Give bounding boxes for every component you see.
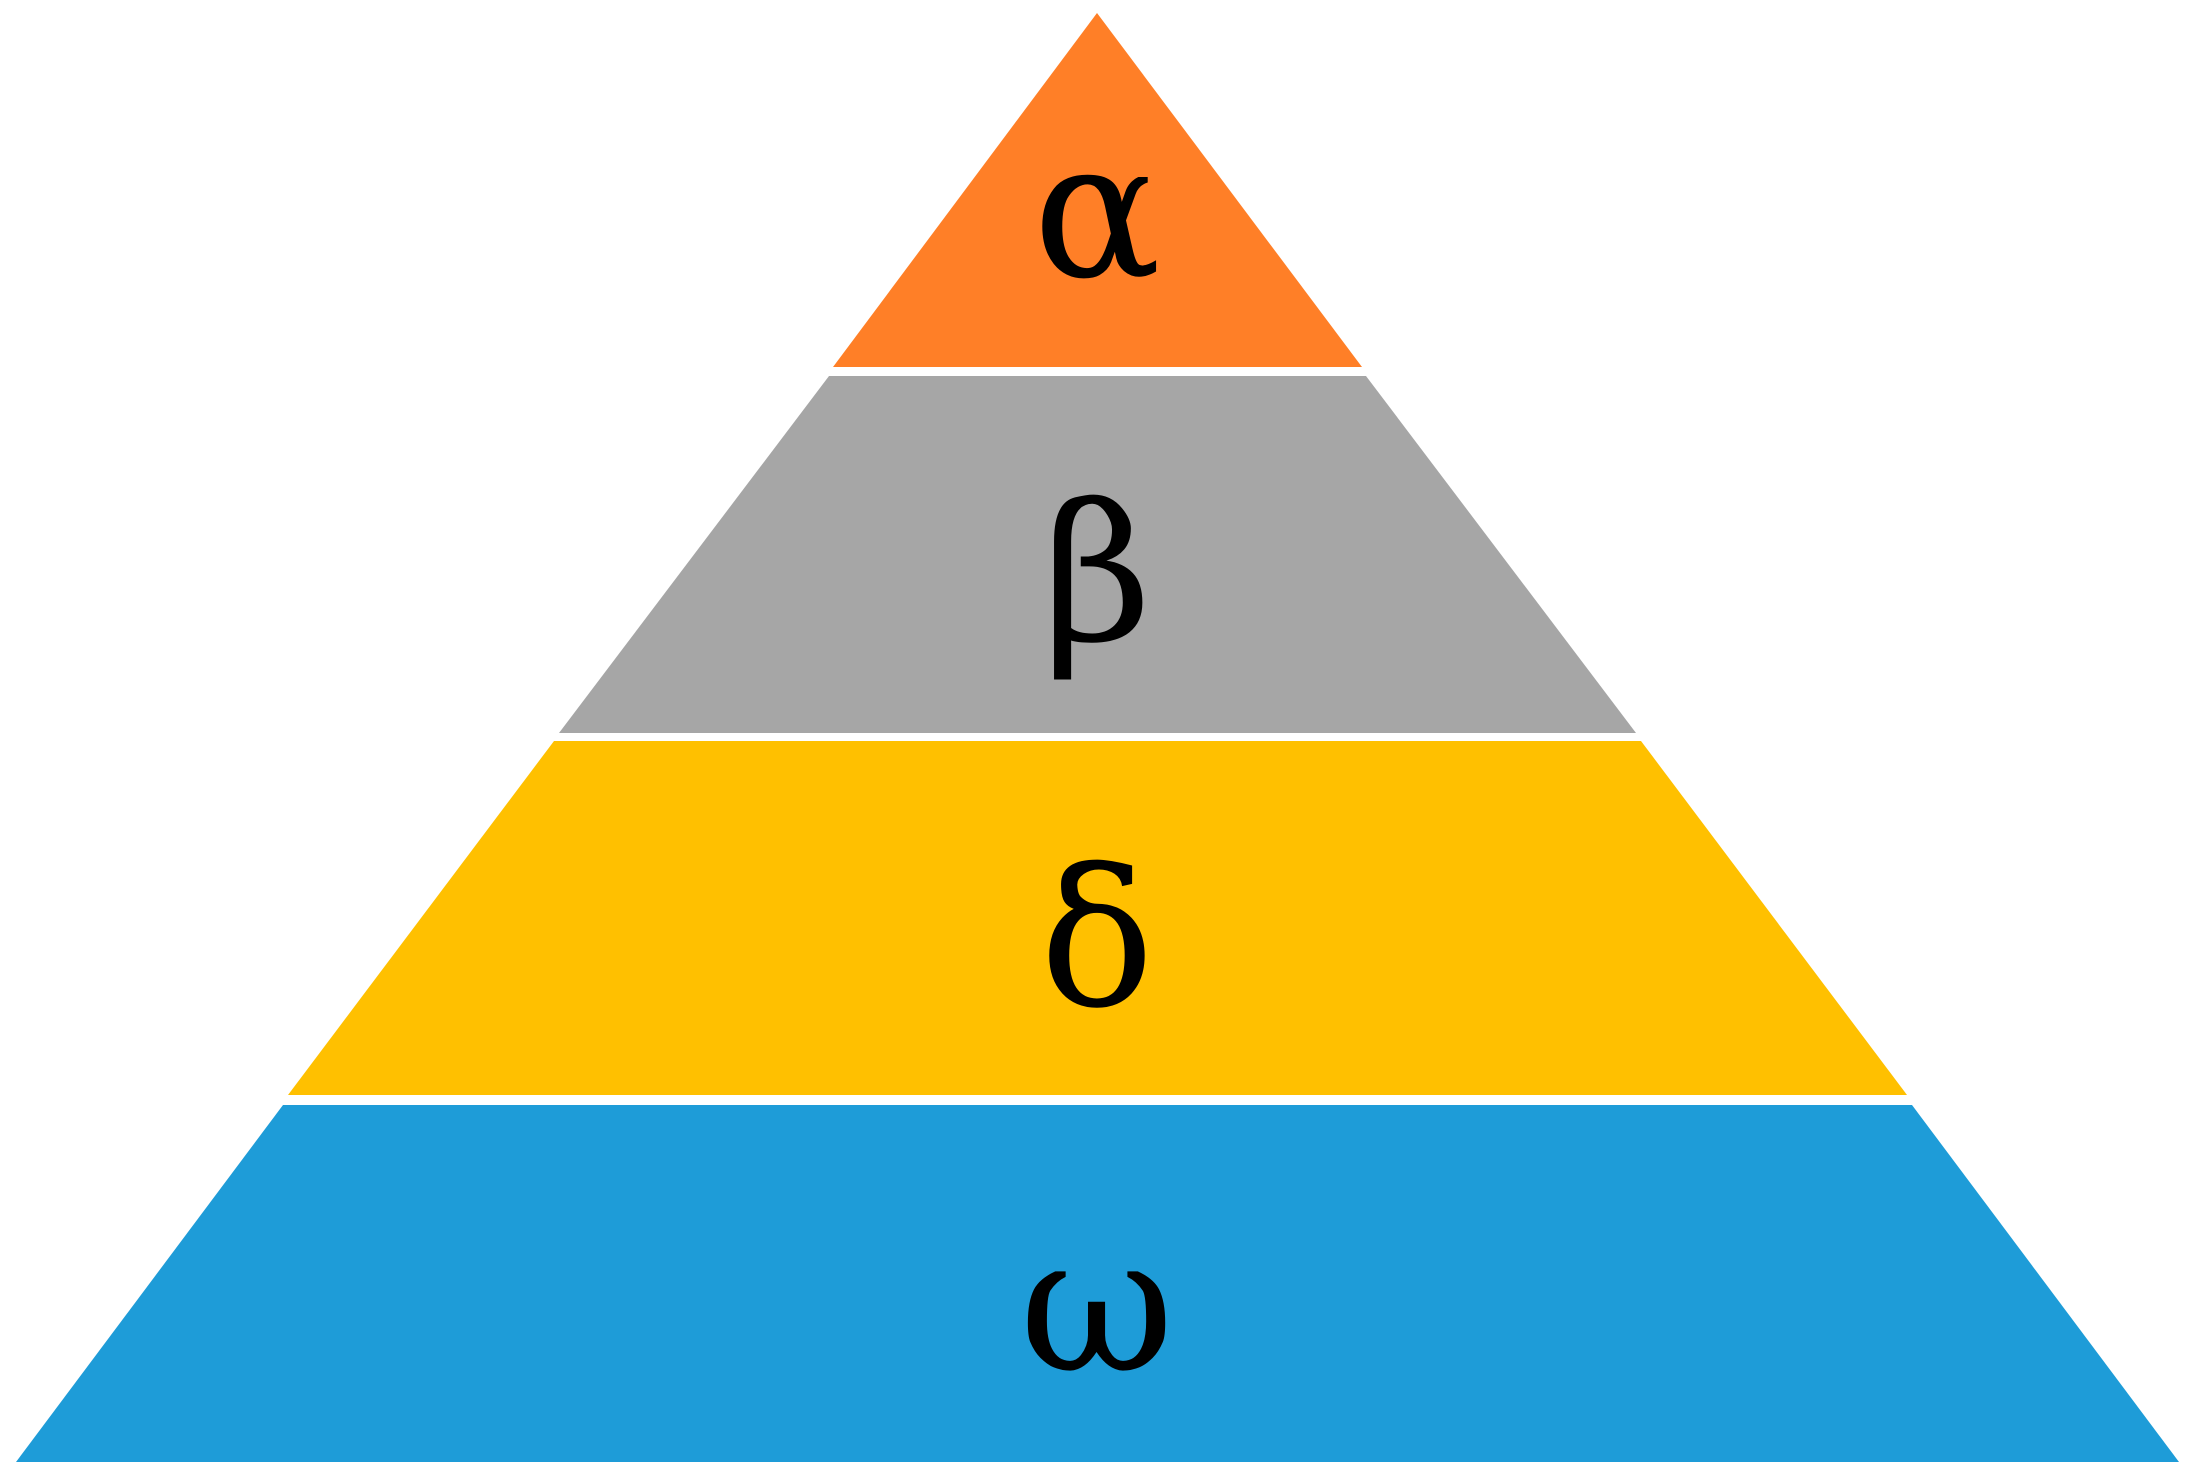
tier-label-top: α [1033, 100, 1161, 321]
pyramid-tier-top [833, 13, 1362, 367]
pyramid-tier-second [559, 376, 1636, 733]
tier-label-second: β [1042, 464, 1152, 685]
pyramid-tier-third [288, 741, 1907, 1095]
tier-label-third: δ [1040, 829, 1154, 1050]
tier-label-base: ω [1020, 1194, 1175, 1415]
pyramid-tier-base [16, 1105, 2179, 1462]
